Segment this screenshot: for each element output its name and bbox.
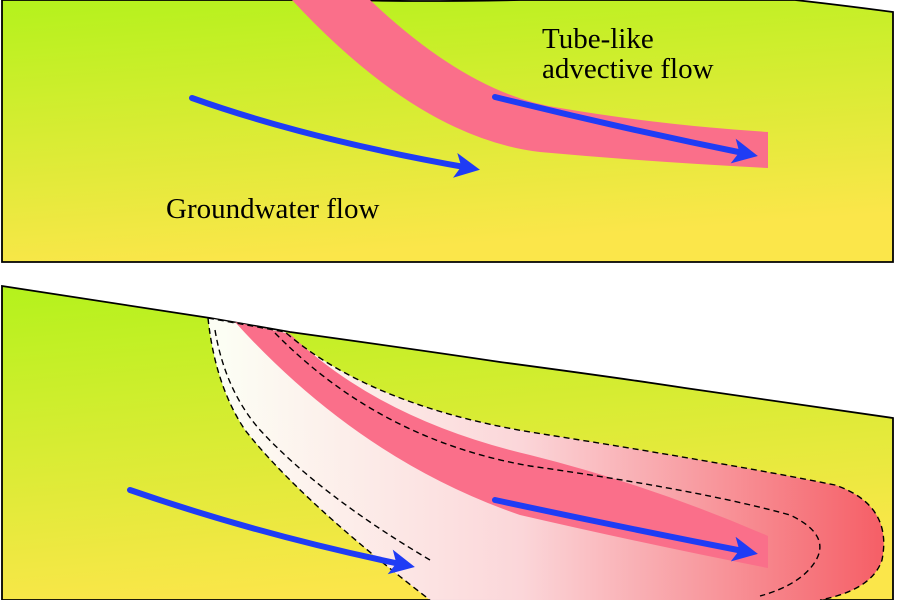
outer-dispersion-boundary (207, 317, 885, 600)
advective-flow-label-line1: Tube-like (542, 23, 654, 55)
inner-dispersion-boundary-lower (214, 329, 431, 561)
bottom-panel (1, 284, 894, 600)
groundwater-flow-label: Groundwater flow (166, 193, 379, 225)
bottom-plume-arrow (492, 497, 758, 562)
top-ground-body (1, 0, 894, 263)
top-groundwater-arrow (189, 95, 480, 178)
bottom-groundwater-arrow (127, 487, 415, 575)
outer-dispersion-boundary-lower (207, 317, 431, 600)
top-plume-arrow (492, 94, 758, 164)
top-panel: Groundwater flow Tube-like advective flo… (1, 0, 894, 263)
bottom-advective-tube (235, 322, 768, 568)
top-advective-tube (292, 0, 768, 168)
advective-flow-label-line2: advective flow (542, 53, 714, 85)
